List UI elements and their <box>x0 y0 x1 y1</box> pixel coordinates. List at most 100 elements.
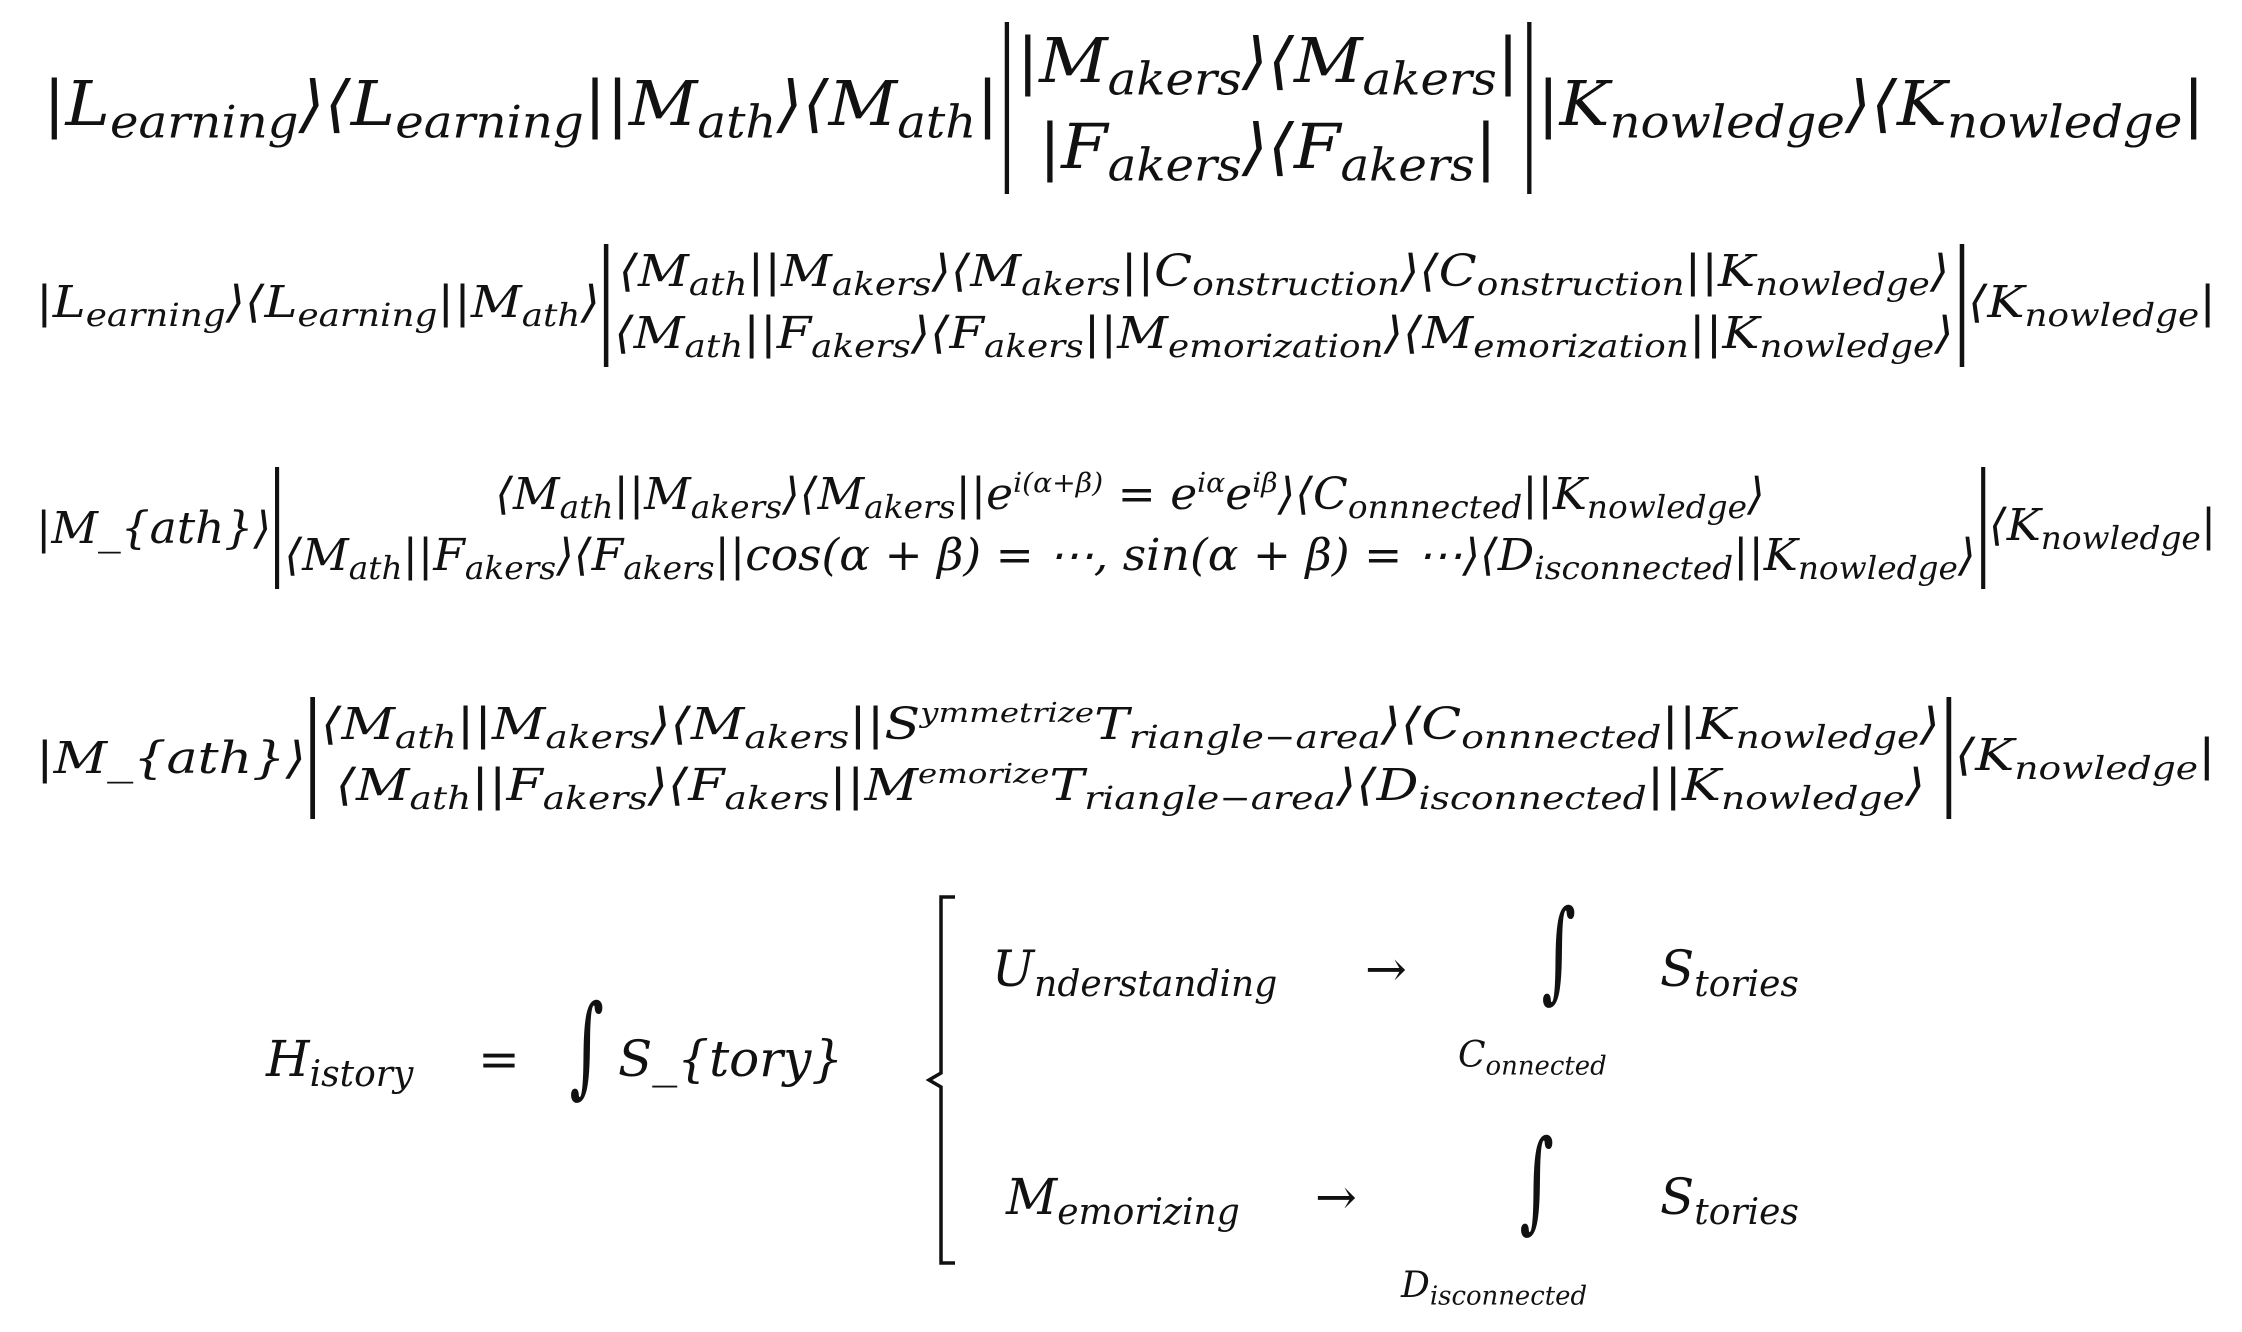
eq4-left: |M_{ath}⟩ <box>36 732 306 784</box>
subscript: isconnected <box>1418 780 1647 817</box>
case-2-integral: ∫ <box>1519 1116 1554 1244</box>
integral-sign: ∫ <box>569 981 604 1109</box>
case-1-limit: Connected <box>1458 1035 1607 1082</box>
subscript: akers <box>464 550 557 587</box>
subscript: istory <box>309 1054 414 1096</box>
subscript: nowledge <box>2024 297 2200 334</box>
subscript: earning <box>85 297 226 334</box>
subscript: akers <box>744 719 850 756</box>
subscript: akers <box>1362 53 1497 106</box>
eq4-bottom: ⟨Math||Fakers⟩⟨Fakers||MemorizeTriangle−… <box>335 759 1926 817</box>
subscript: nowledge <box>1797 550 1958 587</box>
subscript: akers <box>1340 139 1475 192</box>
equation-3: |M_{ath}⟩ ⟨Math||Makers⟩⟨Makers||ei(α+β)… <box>36 460 2216 596</box>
subscript: akers <box>984 328 1084 365</box>
eq2-left: |Learning⟩⟨Learning||Math⟩ <box>36 277 600 334</box>
history-integrand: S_{tory} <box>618 1030 844 1088</box>
eq1-right: |Knowledge⟩⟨Knowledge| <box>1536 67 2205 149</box>
equals-sign: = <box>478 1030 520 1088</box>
eq2-stack: ⟨Math||Makers⟩⟨Makers||Construction⟩⟨Con… <box>603 244 1965 367</box>
subscript: nowledge <box>1609 96 1845 149</box>
subscript: ath <box>684 328 744 365</box>
case-2-arrow: → <box>1315 1168 1357 1226</box>
subscript: akers <box>623 550 715 587</box>
subscript: ath <box>688 266 748 303</box>
subscript: akers <box>1107 53 1242 106</box>
subscript: onnnected <box>1461 719 1662 756</box>
subscript: earning <box>395 96 584 149</box>
history-lhs: History <box>266 1030 414 1096</box>
subscript: akers <box>1107 139 1242 192</box>
subscript: nowledge <box>1755 266 1930 303</box>
subscript: akers <box>811 328 911 365</box>
subscript: nowledge <box>2040 520 2201 557</box>
subscript: ath <box>394 719 457 756</box>
case-1-integrand: Stories <box>1660 940 1799 1006</box>
subscript: ath <box>897 96 977 149</box>
subscript: akers <box>690 489 783 526</box>
subscript: akers <box>864 489 956 526</box>
equation-1: |Learning⟩⟨Learning||Math⟩⟨Math| |Makers… <box>43 21 2205 195</box>
subscript: akers <box>545 719 651 756</box>
subscript: nowledge <box>1947 96 2183 149</box>
subscript: isconnected <box>1534 550 1734 587</box>
left-brace <box>925 895 955 1265</box>
case-2-integrand: Stories <box>1660 1168 1799 1234</box>
superscript: iα <box>1197 467 1226 499</box>
eq2-top: ⟨Math||Makers⟩⟨Makers||Construction⟩⟨Con… <box>618 246 1950 303</box>
eq1-stack: |Makers⟩⟨Makers| |Fakers⟩⟨Fakers| <box>1004 21 1532 195</box>
subscript: akers <box>724 780 830 817</box>
subscript: nderstanding <box>1034 964 1278 1006</box>
subscript: isconnected <box>1429 1281 1588 1312</box>
subscript: akers <box>1021 266 1121 303</box>
subscript: onnected <box>1485 1051 1607 1082</box>
eq3-left: |M_{ath}⟩ <box>36 502 272 554</box>
superscript: iβ <box>1252 467 1278 499</box>
subscript: nowledge <box>1735 719 1920 756</box>
subscript: riangle−area <box>1128 719 1381 756</box>
eq2-right: ⟨Knowledge| <box>1967 277 2216 334</box>
subscript: nowledge <box>1759 328 1935 365</box>
subscript: onstruction <box>1476 266 1685 303</box>
subscript: ath <box>521 297 581 334</box>
subscript: ath <box>348 550 403 587</box>
subscript: emorizing <box>1057 1192 1240 1234</box>
subscript: akers <box>542 780 648 817</box>
subscript: ath <box>409 780 472 817</box>
eq3-right: ⟨Knowledge| <box>1988 499 2217 557</box>
equation-4: |M_{ath}⟩ ⟨Math||Makers⟩⟨Makers||Symmetr… <box>36 683 2216 833</box>
subscript: onstruction <box>1192 266 1400 303</box>
eq1-top: |Makers⟩⟨Makers| <box>1016 23 1520 106</box>
eq1-left: |Learning⟩⟨Learning||Math⟩⟨Math| <box>43 67 999 149</box>
subscript: tories <box>1694 964 1799 1006</box>
superscript: emorize <box>917 759 1050 791</box>
eq1-bottom: |Fakers⟩⟨Fakers| <box>1038 110 1498 192</box>
eq4-stack: ⟨Math||Makers⟩⟨Makers||SymmetrizeTriangl… <box>310 696 1951 820</box>
eq3-stack: ⟨Math||Makers⟩⟨Makers||ei(α+β) = eiαeiβ⟩… <box>274 466 1986 590</box>
case-1-arrow: → <box>1365 940 1407 998</box>
case-2-label: Memorizing <box>1006 1168 1240 1234</box>
subscript: nowledge <box>1720 780 1905 817</box>
subscript: emorization <box>1167 328 1384 365</box>
eq4-top: ⟨Math||Makers⟩⟨Makers||SymmetrizeTriangl… <box>321 697 1940 756</box>
subscript: akers <box>831 266 932 303</box>
subscript: earning <box>297 297 438 334</box>
case-2-limit: Disconnected <box>1401 1265 1588 1312</box>
case-1-label: Understanding <box>992 940 1278 1006</box>
eq3-bottom: ⟨Math||Fakers⟩⟨Fakers||cos(α + β) = ⋯, s… <box>284 530 1976 587</box>
subscript: onnnected <box>1347 489 1523 526</box>
case-1-integral: ∫ <box>1541 886 1576 1014</box>
subscript: tories <box>1694 1192 1799 1234</box>
subscript: earning <box>109 96 299 149</box>
subscript: ath <box>559 489 614 526</box>
subscript: emorization <box>1473 328 1689 365</box>
eq4-right: ⟨Knowledge| <box>1954 729 2216 787</box>
superscript: i(α+β) <box>1013 467 1104 499</box>
subscript: nowledge <box>2014 750 2199 787</box>
subscript: ath <box>697 96 777 149</box>
subscript: riangle−area <box>1084 780 1336 817</box>
equation-2: |Learning⟩⟨Learning||Math⟩ ⟨Math||Makers… <box>36 237 2216 374</box>
superscript: ymmetrize <box>920 697 1095 729</box>
eq2-bottom: ⟨Math||Fakers⟩⟨Fakers||Memorization⟩⟨Mem… <box>614 307 1954 365</box>
eq3-top: ⟨Math||Makers⟩⟨Makers||ei(α+β) = eiαeiβ⟩… <box>495 467 1765 526</box>
